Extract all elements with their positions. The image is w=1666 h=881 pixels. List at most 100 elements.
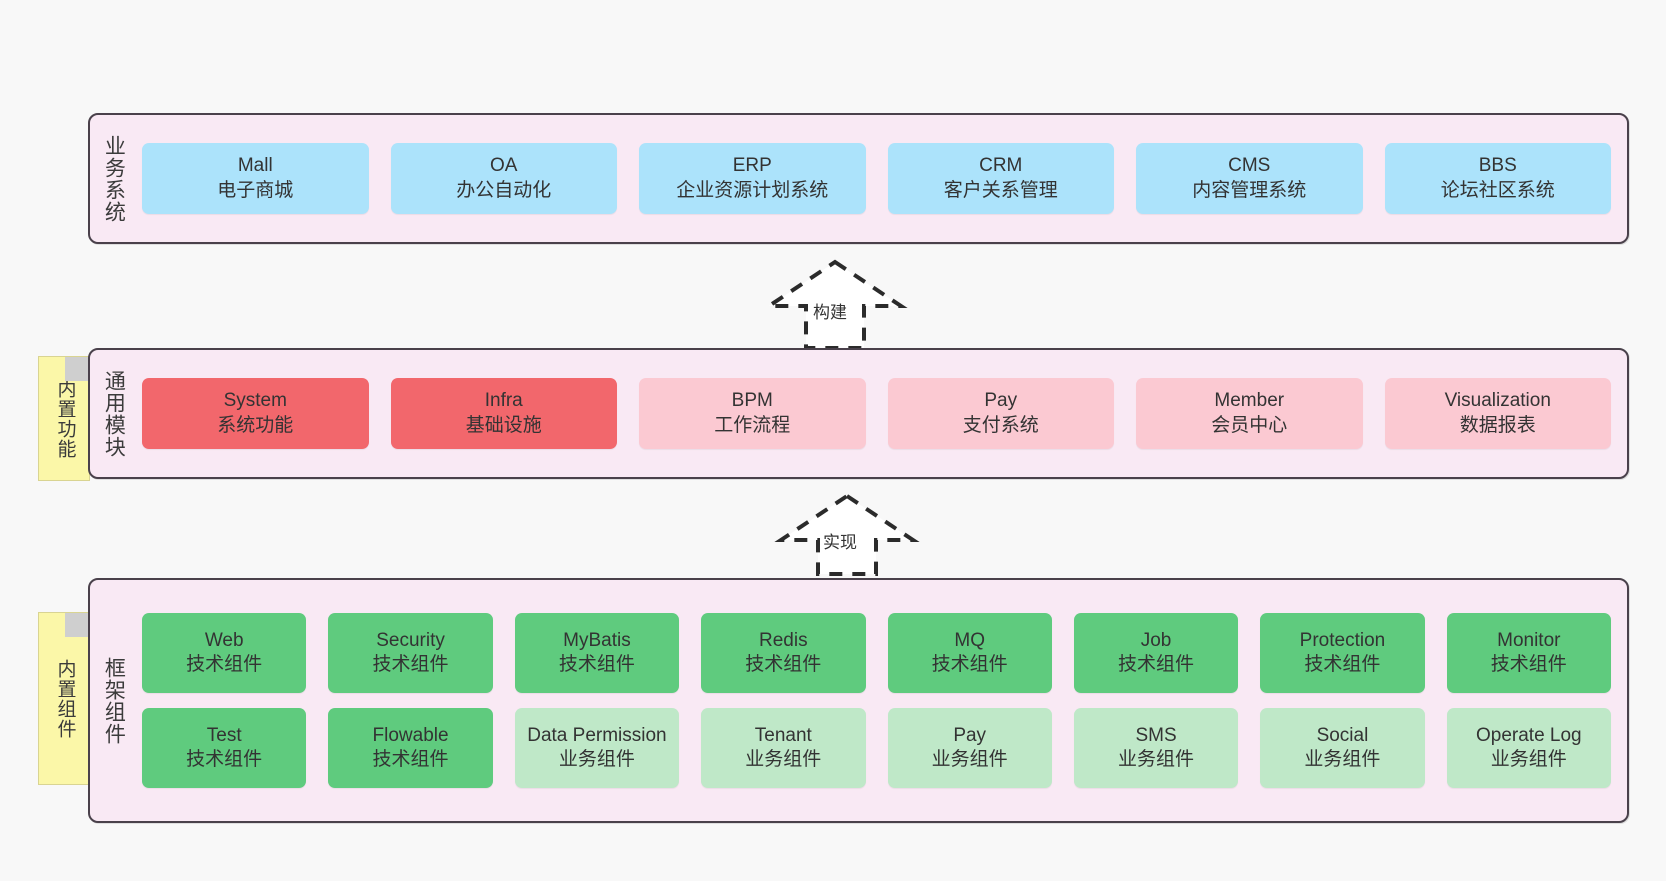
node-mq[interactable]: MQ 技术组件	[887, 613, 1052, 693]
node-subtitle: 业务组件	[1304, 749, 1381, 770]
node-subtitle: 基础设施	[465, 414, 542, 436]
layer-body-common: System 系统功能 Infra 基础设施 BPM 工作流程 Pay 支付系统…	[136, 350, 1627, 477]
layer-label-common: 通用模块	[102, 369, 126, 458]
node-title: MyBatis	[563, 629, 631, 651]
node-member[interactable]: Member 会员中心	[1136, 378, 1363, 449]
node-title: SMS	[1135, 724, 1177, 746]
node-bbs[interactable]: BBS 论坛社区系统	[1384, 143, 1611, 214]
node-subtitle: 客户关系管理	[943, 179, 1058, 201]
node-row: System 系统功能 Infra 基础设施 BPM 工作流程 Pay 支付系统…	[142, 378, 1611, 449]
layer-body-frame: Web 技术组件 Security 技术组件 MyBatis 技术组件 Redi…	[136, 580, 1627, 821]
node-title: Job	[1140, 629, 1172, 651]
layer-framework-component[interactable]: 框架组件 Web 技术组件 Security 技术组件 MyBatis 技术组件…	[88, 578, 1629, 823]
node-subtitle: 系统功能	[217, 414, 294, 436]
node-monitor[interactable]: Monitor 技术组件	[1446, 613, 1611, 693]
node-web[interactable]: Web 技术组件	[142, 613, 307, 693]
layer-label-business: 业务系统	[102, 134, 126, 223]
node-subtitle: 会员中心	[1211, 414, 1288, 436]
layer-body-business: Mall 电子商城 OA 办公自动化 ERP 企业资源计划系统 CRM 客户关系…	[136, 115, 1627, 242]
node-bpm[interactable]: BPM 工作流程	[639, 378, 866, 449]
node-title: Social	[1316, 724, 1369, 746]
node-redis[interactable]: Redis 技术组件	[701, 613, 866, 693]
node-subtitle: 业务组件	[1490, 749, 1567, 770]
node-title: OA	[490, 155, 518, 177]
node-subtitle: 业务组件	[745, 749, 822, 770]
layer-label-frame: 框架组件	[102, 656, 126, 745]
arrow-implement: 实现	[772, 492, 922, 576]
node-mall[interactable]: Mall 电子商城	[142, 143, 369, 214]
node-title: MQ	[954, 629, 985, 651]
node-pay-component[interactable]: Pay 业务组件	[887, 708, 1052, 788]
node-erp[interactable]: ERP 企业资源计划系统	[639, 143, 866, 214]
node-title: Data Permission	[527, 724, 667, 746]
node-subtitle: 技术组件	[558, 654, 635, 675]
node-cms[interactable]: CMS 内容管理系统	[1136, 143, 1363, 214]
node-title: Member	[1214, 390, 1285, 412]
node-sms[interactable]: SMS 业务组件	[1073, 708, 1239, 788]
node-subtitle: 技术组件	[1490, 654, 1567, 675]
node-title: Mall	[237, 155, 273, 177]
node-subtitle: 技术组件	[1304, 654, 1381, 675]
layer-business-system[interactable]: 业务系统 Mall 电子商城 OA 办公自动化 ERP 企业资源计划系统 CRM…	[88, 113, 1629, 244]
node-title: Pay	[953, 724, 987, 746]
note-builtin-function[interactable]: 内置功能	[38, 356, 90, 481]
node-subtitle: 业务组件	[931, 749, 1008, 770]
node-title: Web	[204, 629, 244, 651]
node-subtitle: 技术组件	[745, 654, 822, 675]
node-subtitle: 论坛社区系统	[1440, 179, 1555, 201]
node-title: Protection	[1299, 629, 1386, 651]
node-oa[interactable]: OA 办公自动化	[390, 143, 617, 214]
node-subtitle: 支付系统	[962, 414, 1039, 436]
node-title: Security	[376, 629, 445, 651]
node-title: Visualization	[1444, 390, 1551, 412]
node-subtitle: 技术组件	[186, 654, 263, 675]
node-social[interactable]: Social 业务组件	[1260, 708, 1425, 788]
note-label: 内置组件	[54, 658, 76, 739]
node-tenant[interactable]: Tenant 业务组件	[701, 708, 866, 788]
node-title: Redis	[759, 629, 808, 651]
node-title: Monitor	[1497, 629, 1561, 651]
node-row: Test 技术组件 Flowable 技术组件 Data Permission …	[142, 708, 1611, 788]
node-title: Infra	[484, 390, 523, 412]
node-infra[interactable]: Infra 基础设施	[390, 378, 617, 449]
node-title: Test	[206, 724, 242, 746]
node-protection[interactable]: Protection 技术组件	[1260, 613, 1425, 693]
arrow-up-icon	[774, 493, 920, 576]
note-label: 内置功能	[54, 378, 76, 459]
node-subtitle: 办公自动化	[456, 179, 552, 201]
arrow-implement-label: 实现	[823, 533, 857, 552]
node-title: System	[223, 390, 287, 412]
node-pay-module[interactable]: Pay 支付系统	[887, 378, 1114, 449]
node-title: CRM	[979, 155, 1023, 177]
node-title: Flowable	[372, 724, 449, 746]
node-subtitle: 技术组件	[1118, 654, 1195, 675]
node-subtitle: 技术组件	[372, 654, 449, 675]
node-data-permission[interactable]: Data Permission 业务组件	[514, 708, 680, 788]
node-title: CMS	[1228, 155, 1271, 177]
node-row: Web 技术组件 Security 技术组件 MyBatis 技术组件 Redi…	[142, 613, 1611, 693]
node-visualization[interactable]: Visualization 数据报表	[1384, 378, 1611, 449]
node-flowable[interactable]: Flowable 技术组件	[328, 708, 493, 788]
arrow-build-label: 构建	[813, 303, 847, 322]
arrow-build: 构建	[760, 258, 910, 350]
node-job[interactable]: Job 技术组件	[1073, 613, 1239, 693]
node-title: Tenant	[754, 724, 812, 746]
note-builtin-component[interactable]: 内置组件	[38, 612, 90, 785]
node-system[interactable]: System 系统功能	[142, 378, 369, 449]
node-subtitle: 业务组件	[558, 749, 635, 770]
node-mybatis[interactable]: MyBatis 技术组件	[514, 613, 680, 693]
node-subtitle: 技术组件	[372, 749, 449, 770]
layer-common-module[interactable]: 通用模块 System 系统功能 Infra 基础设施 BPM 工作流程 Pay…	[88, 348, 1629, 479]
node-subtitle: 电子商城	[217, 179, 294, 201]
node-subtitle: 企业资源计划系统	[676, 179, 829, 201]
node-operate-log[interactable]: Operate Log 业务组件	[1446, 708, 1611, 788]
node-title: Operate Log	[1475, 724, 1582, 746]
node-security[interactable]: Security 技术组件	[328, 613, 493, 693]
node-subtitle: 技术组件	[931, 654, 1008, 675]
node-test[interactable]: Test 技术组件	[142, 708, 307, 788]
node-row: Mall 电子商城 OA 办公自动化 ERP 企业资源计划系统 CRM 客户关系…	[142, 143, 1611, 214]
node-subtitle: 数据报表	[1459, 414, 1536, 436]
node-crm[interactable]: CRM 客户关系管理	[887, 143, 1114, 214]
node-title: BBS	[1478, 155, 1517, 177]
